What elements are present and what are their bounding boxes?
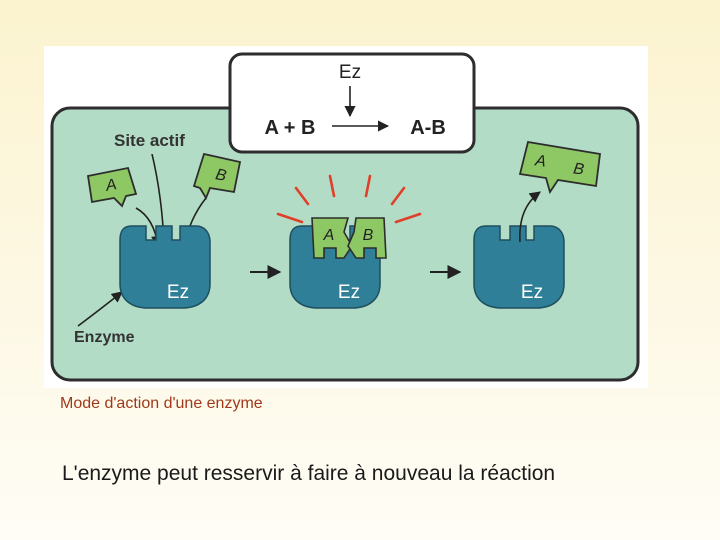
figure-caption: Mode d'action d'une enzyme xyxy=(60,395,263,412)
substrate-a-label: A xyxy=(104,176,118,195)
product-ab: A B xyxy=(518,140,602,195)
substrate-a: A xyxy=(86,166,138,208)
complex-b-label: B xyxy=(363,227,374,244)
enzyme-substrate-complex: A B Ez xyxy=(276,174,422,309)
enzyme-1-symbol: Ez xyxy=(167,282,189,303)
enzyme-3-symbol: Ez xyxy=(521,282,543,303)
reaction-rays xyxy=(276,174,422,224)
active-site-label: Site actif xyxy=(114,131,185,150)
enzyme-2-symbol: Ez xyxy=(338,282,360,303)
enzyme-released: Ez xyxy=(473,225,565,309)
enzyme-free: Ez xyxy=(119,225,211,309)
explanation-text: L'enzyme peut resservir à faire à nouvea… xyxy=(62,462,556,485)
product-a-label: A xyxy=(533,152,547,170)
diagram-canvas: Ez A + B A-B Site actif Enzyme A B Ez xyxy=(50,52,640,382)
enzyme-box-label: Ez xyxy=(339,62,361,83)
reactants-label: A + B xyxy=(265,117,316,139)
enzyme-catalysis-box xyxy=(228,52,476,154)
product-b-label: B xyxy=(572,160,585,178)
release-arrow xyxy=(519,191,541,243)
enzyme-diagram: Ez A + B A-B Site actif Enzyme A B Ez xyxy=(44,46,648,388)
enzyme-label: Enzyme xyxy=(74,329,135,346)
substrate-b: B xyxy=(192,152,242,201)
complex-a-label: A xyxy=(323,227,335,244)
product-label: A-B xyxy=(410,117,446,139)
substrate-b-label: B xyxy=(214,166,228,185)
arrow-to-enzyme xyxy=(77,291,123,327)
